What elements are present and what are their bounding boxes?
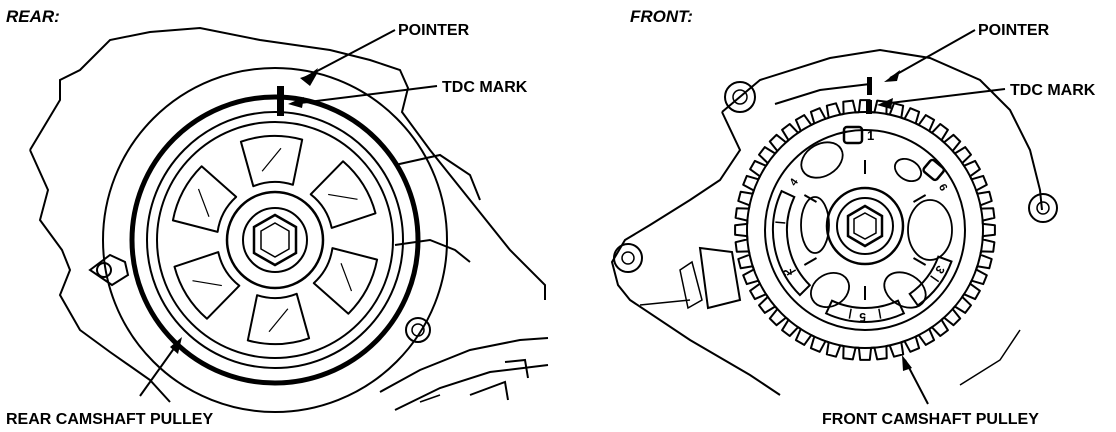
front-number-4: 4: [788, 176, 802, 189]
front-hub: [825, 186, 905, 266]
rear-spoke-window: [312, 247, 379, 315]
front-radial-tick: [803, 257, 818, 266]
front-tdc-leader: [881, 88, 1006, 105]
front-face-hole: [800, 141, 844, 179]
rear-spoke-windows: [171, 135, 379, 345]
front-hub-nut: [846, 204, 884, 248]
rear-housing: [29, 26, 549, 411]
front-face-hole: [893, 157, 923, 183]
front-radial-tick: [912, 194, 927, 203]
front-pointer-leader: [889, 29, 976, 79]
rear-pointer-label: POINTER: [398, 22, 470, 39]
rear-cover-arc: [102, 67, 448, 413]
front-slot-index: [848, 308, 852, 319]
rear-pulley-arrowhead: [170, 337, 182, 354]
front-pulley-face: [771, 125, 953, 323]
front-leaders: [877, 29, 1006, 405]
rear-heading: REAR:: [6, 7, 60, 26]
rear-spoke-window: [246, 292, 311, 345]
front-pulley-label: FRONT CAMSHAFT PULLEY: [822, 411, 1039, 428]
front-pointer-label: POINTER: [978, 22, 1050, 39]
front-panel: FRONT:: [610, 7, 1096, 428]
rear-camshaft-pulley: [129, 72, 421, 386]
rear-pointer-arrowhead: [302, 68, 318, 80]
front-square-mark-1: [842, 125, 864, 145]
front-number-5: 5: [859, 310, 866, 324]
front-face-hole: [883, 271, 927, 309]
front-tdc-label: TDC MARK: [1010, 82, 1096, 99]
rear-window-shading: [192, 280, 222, 287]
front-pointer-arrowhead: [884, 70, 900, 82]
front-face-hole: [810, 272, 850, 308]
rear-leaders: [139, 29, 438, 397]
rear-tdc-mark: [277, 86, 284, 116]
rear-spoke-window: [309, 160, 377, 229]
front-slot-left: [771, 189, 812, 297]
rear-pulley-label: REAR CAMSHAFT PULLEY: [6, 411, 213, 428]
front-pointer: [867, 77, 872, 95]
front-radial-tick: [803, 194, 818, 203]
front-number-6: 6: [936, 182, 949, 193]
rear-tdc-arrowhead: [288, 97, 304, 108]
rear-panel: REAR:: [6, 7, 549, 428]
rear-spoke-window: [171, 165, 238, 233]
front-number-2: 2: [780, 268, 795, 277]
front-slot-index: [878, 308, 882, 319]
front-tdc-mark: [866, 100, 872, 114]
rear-window-shading: [328, 193, 358, 200]
front-housing: [610, 48, 1058, 396]
rear-spoke-window: [239, 135, 304, 188]
rear-tdc-leader: [291, 85, 438, 105]
front-bolt-boss-right: [1028, 193, 1058, 223]
front-slot-index: [775, 221, 786, 224]
rear-hub-nut: [252, 213, 298, 267]
front-bolt-boss-top-left: [724, 81, 756, 113]
rear-window-shading: [268, 308, 289, 333]
front-slot-index: [930, 275, 940, 283]
front-face-hole: [907, 199, 953, 261]
front-tdc-arrowhead: [877, 98, 893, 109]
front-bolt-boss-left: [613, 243, 643, 273]
front-pulley-arrowhead: [902, 355, 912, 371]
rear-window-shading: [261, 147, 282, 172]
front-slot-index: [786, 269, 797, 276]
front-radial-tick: [912, 257, 927, 266]
front-heading: FRONT:: [630, 7, 693, 26]
front-square-mark-6: [922, 158, 946, 182]
rear-window-shading: [340, 263, 353, 292]
rear-spoke-window: [173, 251, 241, 320]
rear-window-shading: [197, 188, 210, 217]
front-slot-right: [908, 255, 953, 307]
rear-pointer-leader: [303, 29, 396, 79]
rear-tdc-label: TDC MARK: [442, 79, 528, 96]
front-face-hole: [800, 196, 830, 254]
front-number-1: 1: [867, 128, 874, 143]
front-camshaft-pulley: 1 6 4 2 5 3: [734, 77, 996, 361]
